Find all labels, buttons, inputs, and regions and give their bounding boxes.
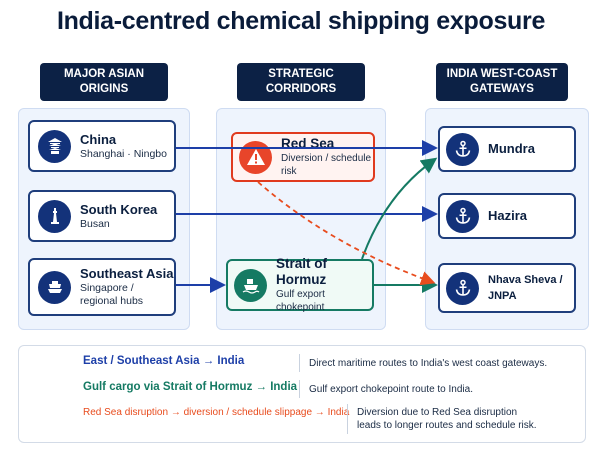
arrow-redsea-diversion [257, 181, 436, 286]
origin-ports: Busan [80, 217, 110, 230]
legend-label-red-sea: Red Sea disruption → diversion / schedul… [83, 407, 350, 418]
corridor-sub: Diversion / schedule risk [281, 153, 372, 177]
origin-name: South Korea [80, 201, 158, 217]
gateway-name: Nhava Sheva / JNPA [488, 274, 563, 302]
origins-column-header: MAJOR ASIAN ORIGINS [40, 63, 168, 101]
pagoda-icon [38, 129, 71, 163]
anchor-icon [446, 271, 479, 305]
warning-icon [239, 140, 272, 174]
anchor-icon [446, 199, 479, 233]
legend-desc-red-sea: Diversion due to Red Sea disruption lead… [357, 407, 537, 431]
legend-desc-direct: Direct maritime routes to India's west c… [309, 358, 548, 369]
ship-icon [38, 270, 71, 304]
anchor-icon [446, 132, 479, 166]
legend-desc-hormuz: Gulf export chokepoint route to India. [309, 384, 473, 395]
gateway-card-mundra[interactable]: Mundra [438, 126, 576, 172]
corridor-card-strait-of-hormuz[interactable]: Strait of Hormuz Gulf export chokepoint [226, 256, 374, 313]
gateway-card-hazira[interactable]: Hazira [438, 193, 576, 239]
tower-icon [38, 199, 71, 233]
legend-divider [347, 404, 348, 434]
legend: East / Southeast Asia → India Gulf cargo… [18, 345, 586, 443]
arrow-hormuz-mundra [361, 157, 438, 260]
gateway-name: Hazira [488, 208, 528, 223]
legend-divider [299, 380, 300, 398]
page-title: India-centred chemical shipping exposure [56, 7, 546, 35]
legend-divider [299, 354, 300, 372]
gateway-name: Mundra [488, 141, 535, 156]
gateways-column-header: INDIA WEST-COAST GATEWAYS [436, 63, 568, 101]
origin-name: Southeast Asia [80, 266, 174, 281]
legend-label-direct: East / Southeast Asia → India [83, 355, 245, 367]
corridors-column-header: STRATEGIC CORRIDORS [237, 63, 365, 101]
tanker-icon [234, 268, 267, 302]
origin-ports: Singapore / regional hubs [80, 282, 144, 307]
legend-label-hormuz: Gulf cargo via Strait of Hormuz → India [83, 381, 298, 393]
origin-name: China [80, 131, 117, 147]
origin-card-south-korea[interactable]: South Korea Busan [28, 190, 176, 242]
origin-ports: Shanghai · Ningbo [80, 147, 167, 160]
origin-card-southeast-asia[interactable]: Southeast Asia Singapore / regional hubs [28, 258, 176, 316]
corridor-name: Strait of Hormuz [276, 256, 328, 287]
gateway-card-nhava-sheva[interactable]: Nhava Sheva / JNPA [438, 263, 576, 313]
origin-card-china[interactable]: China Shanghai · Ningbo [28, 120, 176, 172]
corridor-sub: Gulf export chokepoint [276, 289, 325, 313]
